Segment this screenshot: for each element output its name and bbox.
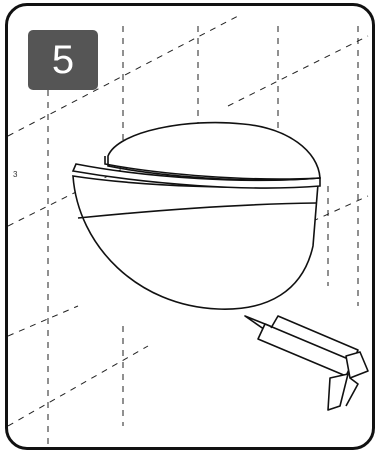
wall-hung-toilet-icon [71, 121, 321, 310]
caulking-gun-icon [244, 315, 369, 411]
illustration-canvas [8, 15, 369, 446]
step-number-badge: 5 [28, 30, 98, 90]
stray-mark: 3 [13, 170, 18, 179]
instruction-panel: 5 [5, 3, 375, 450]
